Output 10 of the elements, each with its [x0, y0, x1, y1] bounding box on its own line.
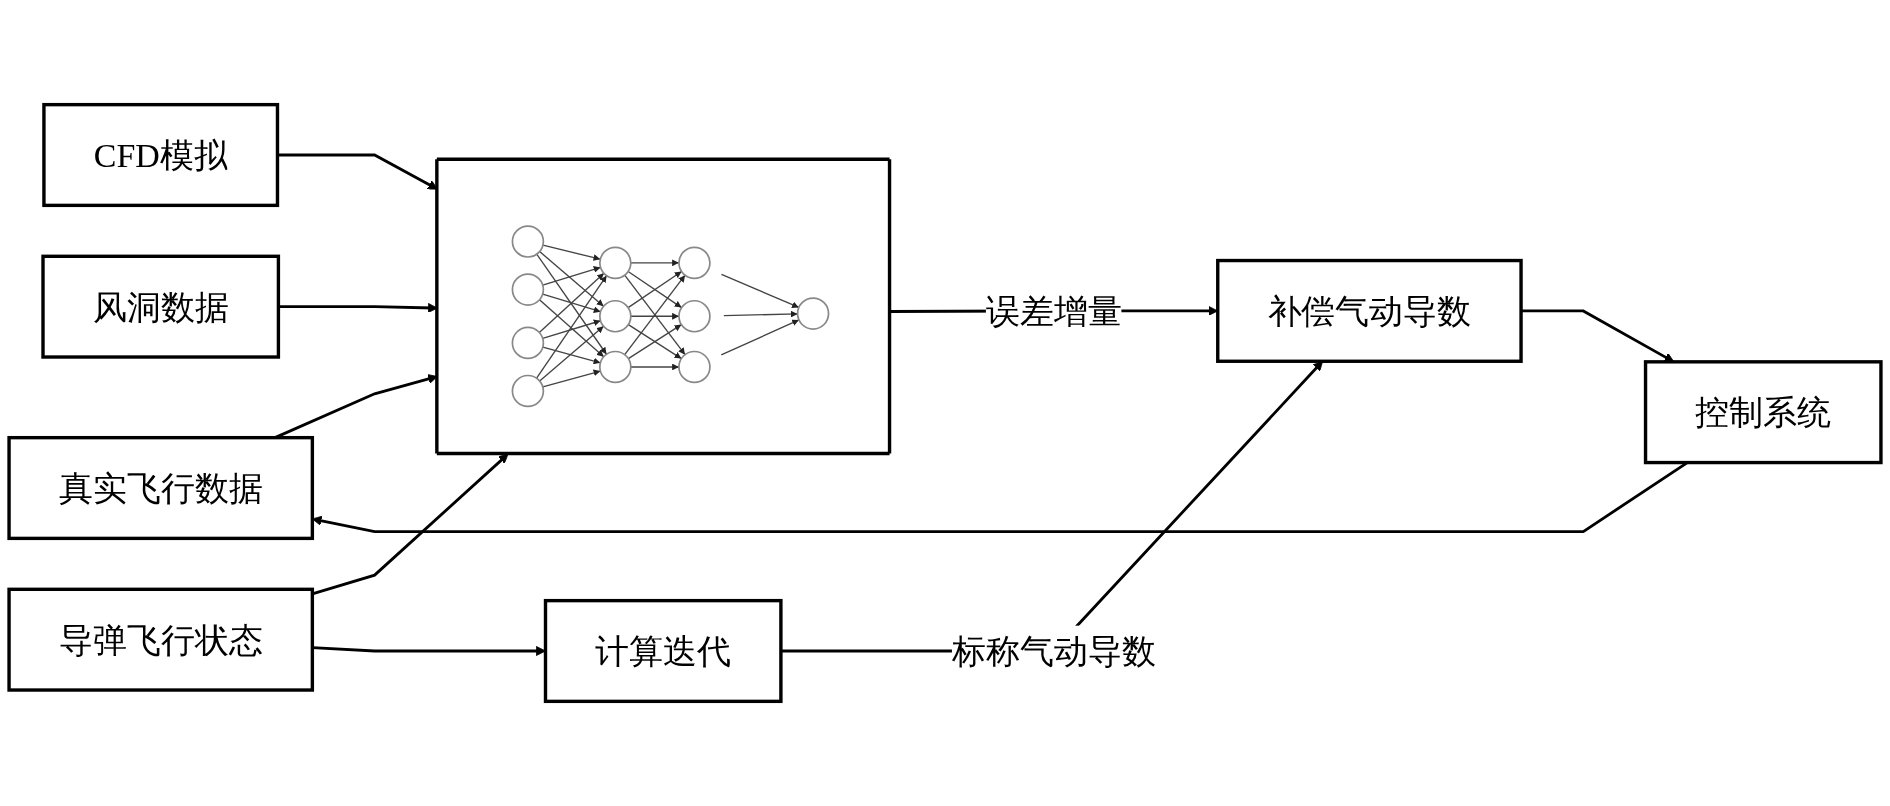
edge-label: 标称气动导数 — [951, 632, 1156, 670]
node-box: 控制系统 — [1643, 360, 1883, 465]
node-box: 风洞数据 — [41, 254, 281, 359]
arrow — [311, 453, 509, 596]
edge-label: 误差增量 — [985, 292, 1122, 330]
node-box: 补偿气动导数 — [1216, 258, 1523, 363]
node-box: 导弹飞行状态 — [7, 587, 315, 692]
node-box: CFD模拟 — [42, 102, 280, 208]
node-box: 真实飞行数据 — [7, 435, 315, 541]
node-box: 计算迭代 — [543, 598, 783, 704]
